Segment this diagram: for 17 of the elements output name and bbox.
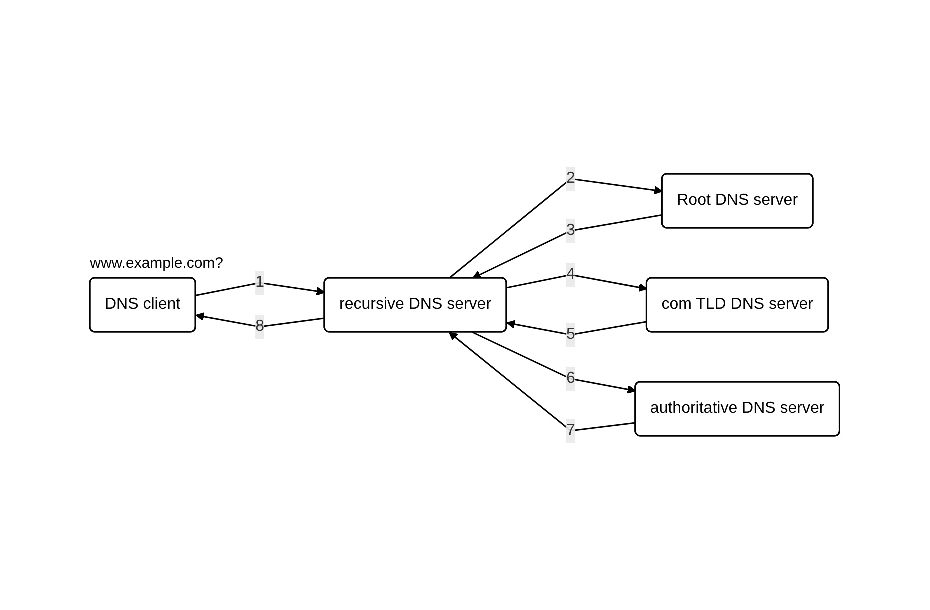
arrow [196, 282, 326, 296]
edge-label: 1 [256, 274, 265, 291]
arrow [196, 312, 326, 328]
edge-label: 3 [566, 222, 576, 239]
edge-label: 6 [566, 370, 576, 387]
arrow [472, 214, 663, 280]
arrow [448, 178, 664, 280]
arrow [449, 332, 636, 432]
query-note: www.example.com? [90, 255, 224, 272]
arrow [472, 332, 636, 394]
edge-label: 8 [256, 318, 265, 335]
arrow [507, 274, 648, 292]
edge-label: 4 [566, 266, 576, 283]
edge-label: 7 [566, 422, 576, 439]
edge-label: 5 [566, 326, 576, 343]
arrow [506, 320, 648, 336]
edge-label: 2 [566, 170, 576, 187]
